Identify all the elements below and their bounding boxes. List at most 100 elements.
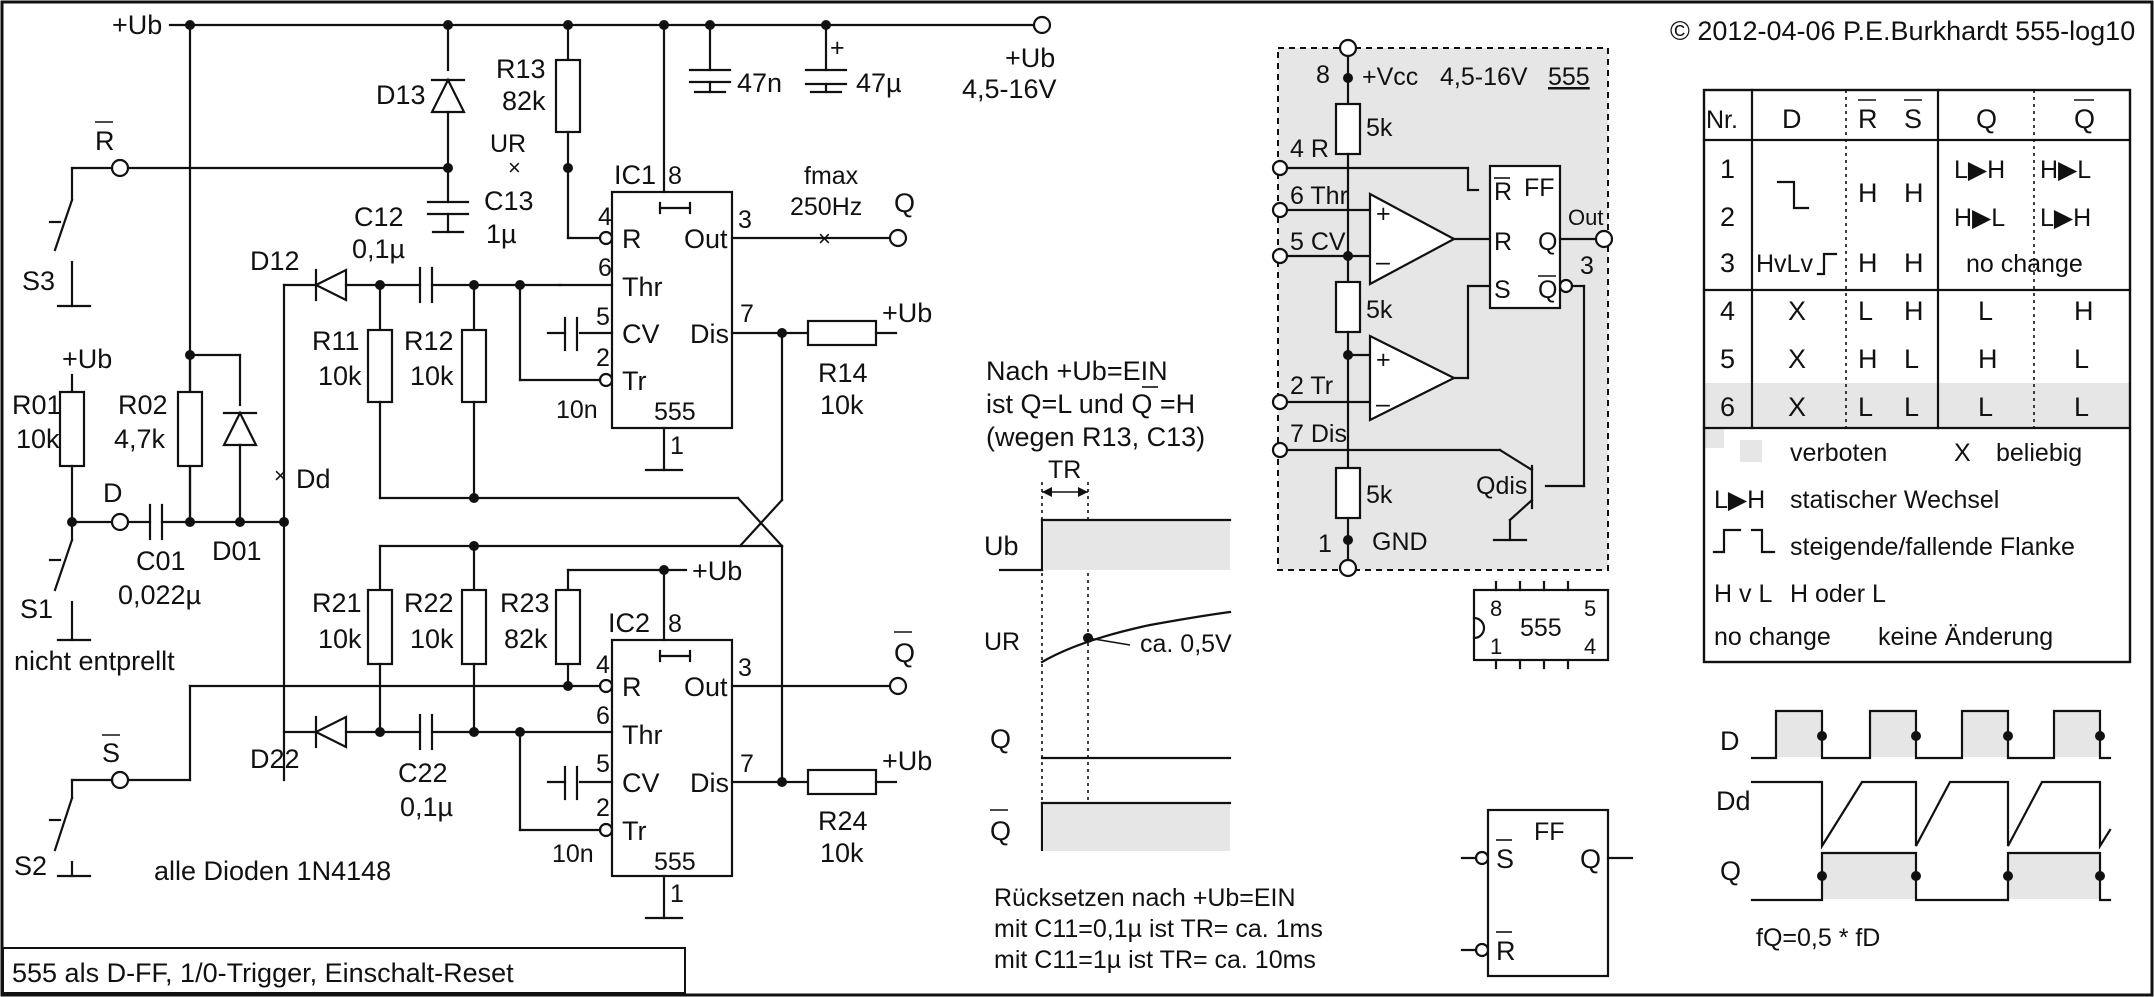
svg-text:1: 1 xyxy=(1720,154,1735,184)
svg-text:R12: R12 xyxy=(404,326,454,356)
svg-text:H: H xyxy=(1904,178,1924,208)
svg-text:555: 555 xyxy=(1520,614,1562,642)
svg-text:R11: R11 xyxy=(312,326,360,356)
svg-text:1: 1 xyxy=(670,880,684,908)
svg-text:–: – xyxy=(1376,248,1390,276)
svg-text:4 R: 4 R xyxy=(1290,135,1329,163)
d-input-network: +Ub R01 10k R02 4,7k D C01 0,022µ D01 × … xyxy=(12,344,331,676)
svg-text:D01: D01 xyxy=(212,536,262,566)
svg-text:D22: D22 xyxy=(250,744,300,774)
svg-text:7: 7 xyxy=(740,300,754,328)
svg-text:UR: UR xyxy=(490,130,526,158)
svg-text:Tr: Tr xyxy=(622,816,646,846)
svg-text:3: 3 xyxy=(1720,248,1735,278)
svg-text:4: 4 xyxy=(1584,634,1596,659)
svg-text:IC2: IC2 xyxy=(608,608,650,638)
svg-text:TR: TR xyxy=(1048,456,1081,484)
svg-text:H: H xyxy=(1858,178,1878,208)
truth-table: Nr. D R S Q Q 1 L▶H H▶L 2 H H H▶L L▶H 3 … xyxy=(1702,88,2132,664)
svg-text:S1: S1 xyxy=(20,594,53,624)
svg-text:5: 5 xyxy=(1584,596,1596,621)
svg-text:IC1: IC1 xyxy=(614,160,656,190)
svg-text:R13: R13 xyxy=(496,54,546,84)
svg-text:+: + xyxy=(1376,200,1391,228)
svg-text:Thr: Thr xyxy=(622,272,663,302)
svg-text:5: 5 xyxy=(596,750,610,778)
svg-text:D: D xyxy=(1782,104,1802,134)
dip-package: 8 1 555 5 4 xyxy=(1472,580,1610,670)
svg-text:3: 3 xyxy=(1580,252,1594,280)
svg-text:7 Dis: 7 Dis xyxy=(1290,420,1347,448)
svg-text:H v L: H v L xyxy=(1714,580,1772,608)
svg-text:FF: FF xyxy=(1534,818,1565,846)
svg-text:Nr.: Nr. xyxy=(1706,106,1738,134)
svg-text:Rücksetzen nach +Ub=EIN: Rücksetzen nach +Ub=EIN xyxy=(994,884,1296,912)
ic2-input-network: R21 10k R22 10k R23 82k D22 C22 0,1µ xyxy=(126,541,784,832)
svg-text:steigende/fallende Flanke: steigende/fallende Flanke xyxy=(1790,533,2075,561)
svg-text:C13: C13 xyxy=(484,186,534,216)
svg-text:L: L xyxy=(2074,392,2089,422)
svg-text:+Ub: +Ub xyxy=(882,298,932,328)
svg-text:fQ=0,5 * fD: fQ=0,5 * fD xyxy=(1756,924,1880,952)
svg-text:D: D xyxy=(103,478,123,508)
svg-text:X: X xyxy=(1788,392,1806,422)
svg-text:+Vcc: +Vcc xyxy=(1362,63,1418,91)
svg-text:10n: 10n xyxy=(556,396,598,424)
svg-text:1: 1 xyxy=(670,432,684,460)
svg-text:0,022µ: 0,022µ xyxy=(118,580,201,610)
ic2-555: IC2 +Ub 8 4 R 6 Thr 5 CV 2 Tr 10n 555 1 … xyxy=(546,556,932,920)
svg-text:nicht entprellt: nicht entprellt xyxy=(14,646,175,676)
svg-text:47n: 47n xyxy=(737,68,782,98)
svg-text:Q: Q xyxy=(1538,276,1557,304)
svg-text:Dis: Dis xyxy=(690,768,729,798)
svg-text:2: 2 xyxy=(596,344,610,372)
svg-text:10k: 10k xyxy=(820,838,864,868)
ic1-input-network: D12 C12 0,1µ R11 10k R12 10k xyxy=(250,202,784,782)
svg-text:L: L xyxy=(1904,392,1919,422)
svg-text:Q: Q xyxy=(990,816,1011,846)
svg-text:R01: R01 xyxy=(12,390,62,420)
svg-text:Dis: Dis xyxy=(690,319,729,349)
svg-text:Q: Q xyxy=(894,638,915,668)
svg-text:R23: R23 xyxy=(500,588,550,618)
svg-text:+: + xyxy=(1376,346,1391,374)
svg-text:L: L xyxy=(1858,392,1873,422)
svg-text:0,1µ: 0,1µ xyxy=(400,792,453,822)
svg-text:CV: CV xyxy=(622,768,660,798)
svg-text:5: 5 xyxy=(1720,344,1735,374)
svg-text:7: 7 xyxy=(740,750,754,778)
svg-text:4,5-16V: 4,5-16V xyxy=(962,74,1057,104)
svg-text:0,1µ: 0,1µ xyxy=(352,234,405,264)
svg-text:H: H xyxy=(1978,344,1998,374)
svg-text:R24: R24 xyxy=(818,806,868,836)
svg-text:4: 4 xyxy=(596,651,610,679)
svg-text:alle Dioden 1N4148: alle Dioden 1N4148 xyxy=(154,856,391,886)
svg-text:Out: Out xyxy=(684,672,728,702)
svg-text:L: L xyxy=(1904,344,1919,374)
svg-text:2: 2 xyxy=(1720,202,1735,232)
svg-text:8: 8 xyxy=(1490,596,1502,621)
svg-text:L: L xyxy=(2074,344,2089,374)
svg-text:C22: C22 xyxy=(398,758,448,788)
internal-555-block: 8 +Vcc 4,5-16V 555 5k 5k 5k 1 GND 4 R 6 … xyxy=(1271,38,1614,578)
svg-text:H: H xyxy=(1904,296,1924,326)
svg-text:R14: R14 xyxy=(818,358,868,388)
svg-text:Tr: Tr xyxy=(622,366,646,396)
svg-text:X: X xyxy=(1788,344,1806,374)
svg-text:4,7k: 4,7k xyxy=(114,424,166,454)
svg-text:+Ub: +Ub xyxy=(62,344,112,374)
svg-text:Q: Q xyxy=(1580,844,1601,874)
svg-text:R21: R21 xyxy=(312,588,362,618)
copyright: © 2012-04-06 P.E.Burkhardt 555-log10 xyxy=(1670,16,2135,46)
svg-text:statischer Wechsel: statischer Wechsel xyxy=(1790,486,1999,514)
svg-text:Nach +Ub=EIN: Nach +Ub=EIN xyxy=(986,356,1168,386)
svg-text:Q: Q xyxy=(2074,104,2095,134)
svg-text:+Ub: +Ub xyxy=(1005,43,1055,73)
svg-text:5k: 5k xyxy=(1366,114,1393,142)
reset-network-d13-r13-c13: D13 C13 1µ R13 82k UR × xyxy=(376,23,606,249)
svg-text:S: S xyxy=(1496,844,1514,874)
svg-text:H: H xyxy=(1858,248,1878,278)
